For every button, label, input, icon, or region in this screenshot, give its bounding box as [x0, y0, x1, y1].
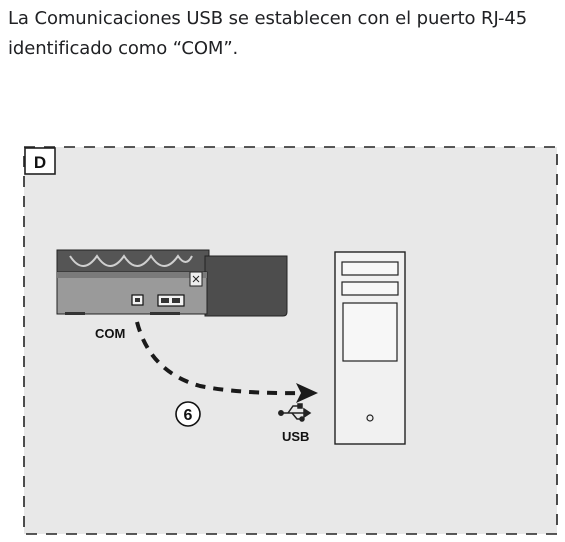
intro-paragraph: La Comunicaciones USB se establecen con … [8, 8, 528, 59]
power-button-icon [366, 414, 374, 422]
usb-cable-path [135, 321, 303, 396]
computer-tower [334, 251, 406, 445]
arrow-head-icon [296, 383, 318, 403]
step-number-circle [175, 401, 201, 427]
step-number: 6 [184, 407, 193, 424]
panel-letter-box [24, 147, 56, 175]
ups-device [56, 249, 288, 317]
usb-symbol-icon [278, 403, 312, 422]
diagram-panel [23, 146, 558, 535]
panel-letter: D [34, 153, 46, 172]
usb-label: USB [282, 429, 309, 444]
com-port-label: COM [95, 326, 125, 341]
